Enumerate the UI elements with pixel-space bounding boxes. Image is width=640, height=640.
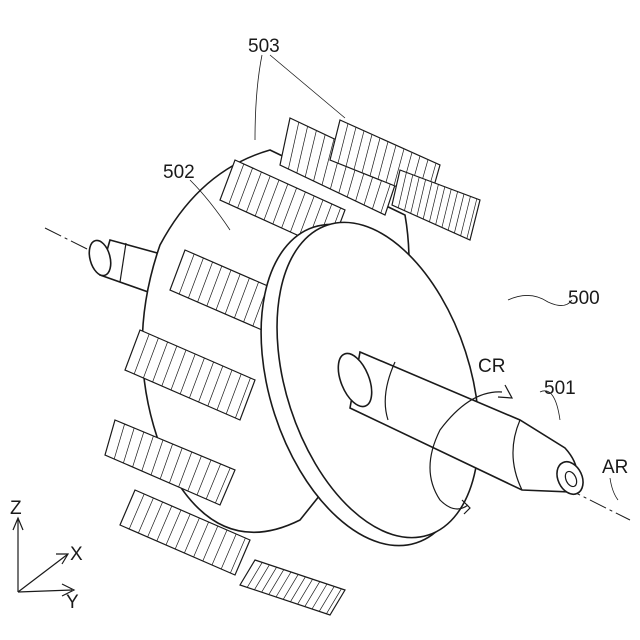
label-502: 502	[163, 162, 195, 183]
label-501: 501	[544, 378, 576, 399]
label-ar: AR	[602, 457, 628, 478]
label-cr: CR	[478, 356, 505, 377]
axis-z-label: Z	[10, 498, 22, 519]
label-503: 503	[248, 36, 280, 57]
coordinate-axes: Z X Y	[10, 498, 83, 613]
label-500: 500	[568, 288, 600, 309]
axis-x-label: X	[70, 544, 83, 565]
axis-y-label: Y	[66, 592, 79, 613]
